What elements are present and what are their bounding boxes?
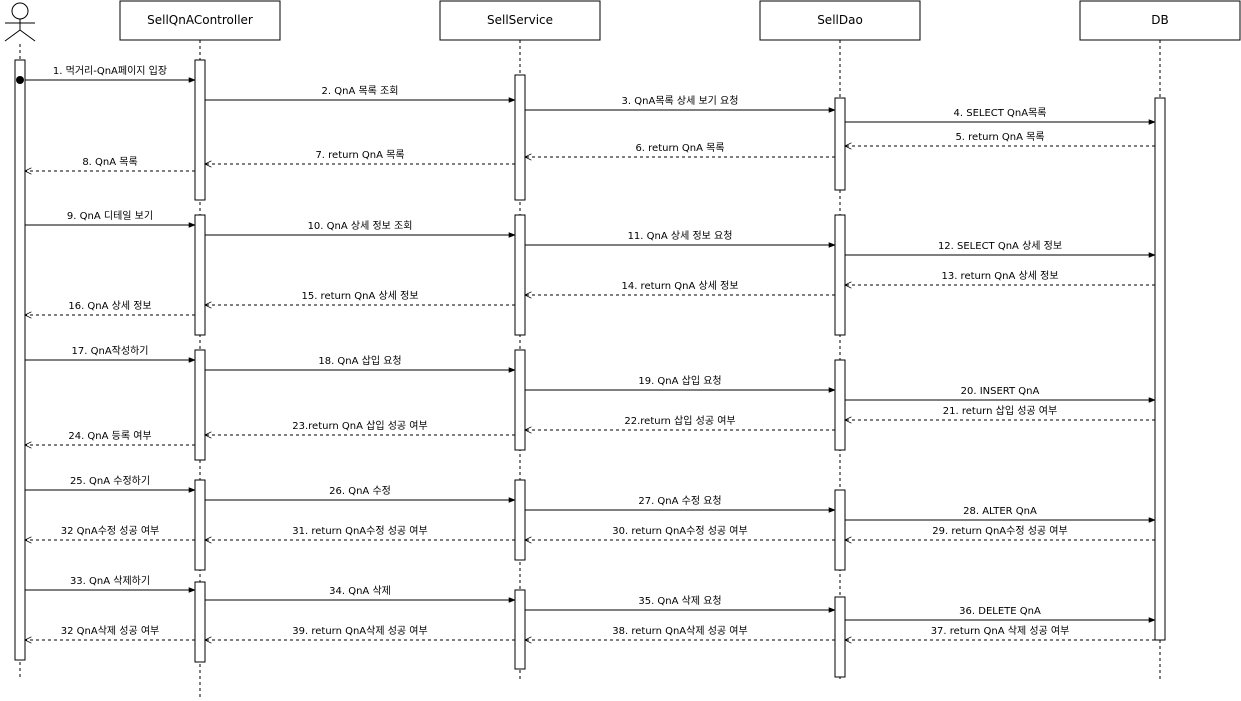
message-label: 18. QnA 삽입 요청 <box>318 354 401 367</box>
message-label: 1. 먹거리-QnA페이지 입장 <box>53 64 167 77</box>
message-label: 35. QnA 삭제 요청 <box>638 595 721 607</box>
activation-controller <box>194 59 206 201</box>
activation-controller <box>194 214 206 336</box>
message-label: 36. DELETE QnA <box>959 606 1041 617</box>
message-group: 1. 먹거리-QnA페이지 입장 2. QnA 목록 조회 3. QnA목록 상세 … <box>25 64 1156 640</box>
message-label: 38. return QnA삭제 성공 여부 <box>612 625 747 637</box>
message-label: 31. return QnA수정 성공 여부 <box>292 525 427 537</box>
activation-actor <box>14 59 26 661</box>
activation-dao <box>834 214 846 336</box>
actor-figure <box>4 2 36 42</box>
message-label: 23.return QnA 삽입 성공 여부 <box>292 419 427 432</box>
message-label: 2. QnA 목록 조회 <box>322 85 399 97</box>
participant-db: DB <box>1079 0 1241 41</box>
message-label: 32 QnA삭제 성공 여부 <box>61 625 160 637</box>
activation-service <box>514 74 526 201</box>
message-label: 32 QnA수정 성공 여부 <box>61 525 160 537</box>
message-label: 13. return QnA 상세 정보 <box>941 270 1058 282</box>
message-label: 17. QnA작성하기 <box>72 344 149 357</box>
participant-label-controller: SellQnAController <box>147 13 253 27</box>
activation-dao <box>834 97 846 191</box>
message-label: 33. QnA 삭제하기 <box>70 574 150 587</box>
activation-service <box>514 589 526 670</box>
message-label: 9. QnA 디테일 보기 <box>67 210 153 222</box>
actor-start-dot <box>16 76 24 84</box>
message-label: 20. INSERT QnA <box>961 386 1040 397</box>
activation-dao <box>834 489 846 571</box>
message-label: 15. return QnA 상세 정보 <box>301 290 418 302</box>
actor-right-leg <box>19 29 36 42</box>
message-label: 29. return QnA수정 성공 여부 <box>932 525 1067 537</box>
message-label: 4. SELECT QnA목록 <box>954 107 1047 119</box>
message-label: 11. QnA 상세 정보 요청 <box>628 230 733 242</box>
message-label: 25. QnA 수정하기 <box>70 474 150 487</box>
message-label: 34. QnA 삭제 <box>329 585 391 597</box>
message-label: 5. return QnA 목록 <box>955 131 1044 143</box>
message-label: 16. QnA 상세 정보 <box>68 300 151 312</box>
message-label: 37. return QnA 삭제 성공 여부 <box>931 625 1070 637</box>
message-label: 28. ALTER QnA <box>963 506 1037 517</box>
message-label: 22.return 삽입 성공 여부 <box>624 414 735 427</box>
participant-label-service: SellService <box>487 13 553 27</box>
participant-box-controller <box>119 0 281 41</box>
activation-service <box>514 349 526 451</box>
activation-service <box>514 214 526 336</box>
activation-controller <box>194 479 206 571</box>
message-label: 30. return QnA수정 성공 여부 <box>612 525 747 537</box>
participant-box-dao <box>759 0 921 41</box>
participant-label-db: DB <box>1151 13 1168 27</box>
message-label: 27. QnA 수정 요청 <box>638 495 721 507</box>
actor-left-leg <box>4 29 21 42</box>
activation-service <box>514 479 526 561</box>
message-label: 39. return QnA삭제 성공 여부 <box>292 625 427 637</box>
participant-service: SellService <box>439 0 601 41</box>
actor-head <box>11 2 29 20</box>
activation-controller <box>194 349 206 461</box>
message-label: 21. return 삽입 성공 여부 <box>943 404 1057 417</box>
message-label: 8. QnA 목록 <box>82 156 137 168</box>
message-label: 12. SELECT QnA 상세 정보 <box>938 240 1062 252</box>
message-label: 7. return QnA 목록 <box>315 149 404 161</box>
message-label: 26. QnA 수정 <box>329 485 391 497</box>
participant-dao: SellDao <box>759 0 921 41</box>
activation-dao <box>834 359 846 451</box>
activation-dao <box>834 596 846 678</box>
message-label: 10. QnA 상세 정보 조회 <box>308 220 413 232</box>
message-label: 19. QnA 삽입 요청 <box>638 374 721 387</box>
message-label: 3. QnA목록 상세 보기 요청 <box>622 95 739 107</box>
activation-controller <box>194 581 206 663</box>
activation-db <box>1154 97 1166 641</box>
participant-label-dao: SellDao <box>817 13 863 27</box>
participant-box-db <box>1079 0 1241 41</box>
message-label: 24. QnA 등록 여부 <box>68 430 151 442</box>
participant-box-service <box>439 0 601 41</box>
message-label: 14. return QnA 상세 정보 <box>621 280 738 292</box>
participant-controller: SellQnAController <box>119 0 281 41</box>
message-label: 6. return QnA 목록 <box>635 142 724 154</box>
